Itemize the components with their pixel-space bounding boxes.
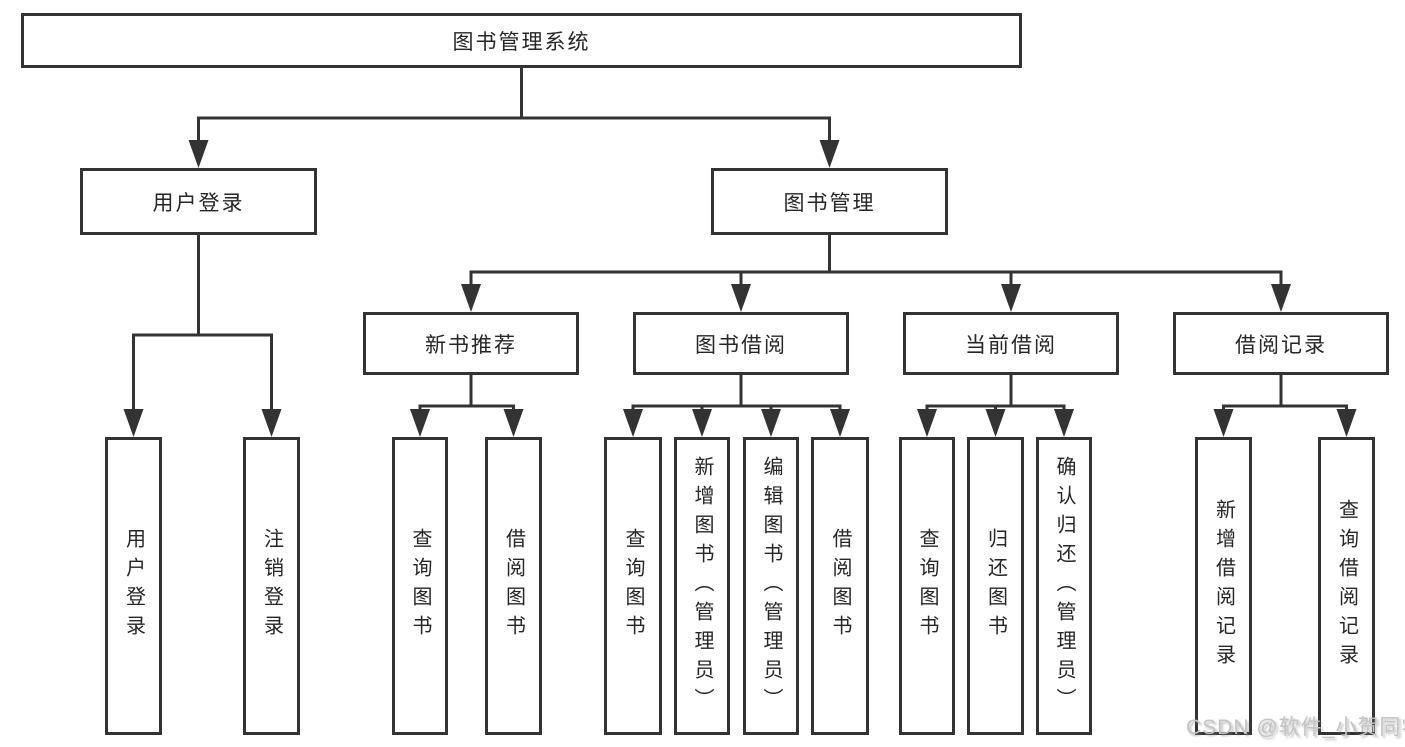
leaf-label: 编辑图书（管理员） (760, 455, 782, 717)
node-book-management: 图书管理 (711, 168, 948, 235)
leaf-label: 注销登录 (260, 528, 283, 644)
leaf-label: 归还图书 (984, 528, 1007, 644)
leaf-label: 查询借阅记录 (1335, 499, 1358, 673)
node-label: 图书管理系统 (452, 30, 591, 54)
node-label: 用户登录 (152, 191, 245, 215)
node-label: 借阅记录 (1235, 333, 1327, 357)
arrowhead-icons (123, 140, 1357, 437)
leaf-query-books-borrowing: 查询图书 (604, 437, 662, 735)
leaf-logout: 注销登录 (243, 437, 300, 735)
leaf-borrow-books-recommend: 借阅图书 (485, 437, 542, 735)
leaf-label: 新增借阅记录 (1212, 499, 1235, 673)
leaf-label: 查询图书 (409, 528, 431, 644)
node-current-borrowing: 当前借阅 (903, 312, 1119, 375)
csdn-watermark: CSDN @软件_小贺同学 (1186, 716, 1405, 739)
leaf-add-borrow-record: 新增借阅记录 (1195, 437, 1252, 735)
node-user-login: 用户登录 (80, 168, 317, 235)
node-label: 图书管理 (783, 191, 876, 215)
leaf-label: 用户登录 (122, 528, 145, 644)
node-new-book-recommendation: 新书推荐 (363, 312, 579, 375)
leaf-label: 查询图书 (916, 528, 938, 644)
node-label: 当前借阅 (965, 333, 1057, 357)
node-library-management-system: 图书管理系统 (21, 13, 1022, 68)
leaf-confirm-return-admin: 确认归还（管理员） (1036, 437, 1092, 735)
node-label: 新书推荐 (425, 333, 517, 357)
leaf-add-books-admin: 新增图书（管理员） (674, 437, 730, 735)
leaf-query-books-recommend: 查询图书 (392, 437, 448, 735)
leaf-label: 确认归还（管理员） (1053, 455, 1075, 717)
node-borrowing-records: 借阅记录 (1173, 312, 1389, 375)
leaf-query-books-current: 查询图书 (899, 437, 955, 735)
leaf-return-books: 归还图书 (967, 437, 1024, 735)
leaf-user-login: 用户登录 (105, 437, 162, 735)
leaf-edit-books-admin: 编辑图书（管理员） (743, 437, 799, 735)
leaf-label: 借阅图书 (829, 528, 851, 644)
leaf-label: 查询图书 (622, 528, 644, 644)
node-label: 图书借阅 (695, 333, 787, 357)
leaf-borrow-books: 借阅图书 (811, 437, 869, 735)
node-book-borrowing: 图书借阅 (633, 312, 849, 375)
leaf-label: 借阅图书 (502, 528, 525, 644)
leaf-label: 新增图书（管理员） (691, 455, 713, 717)
leaf-query-borrow-record: 查询借阅记录 (1318, 437, 1375, 735)
